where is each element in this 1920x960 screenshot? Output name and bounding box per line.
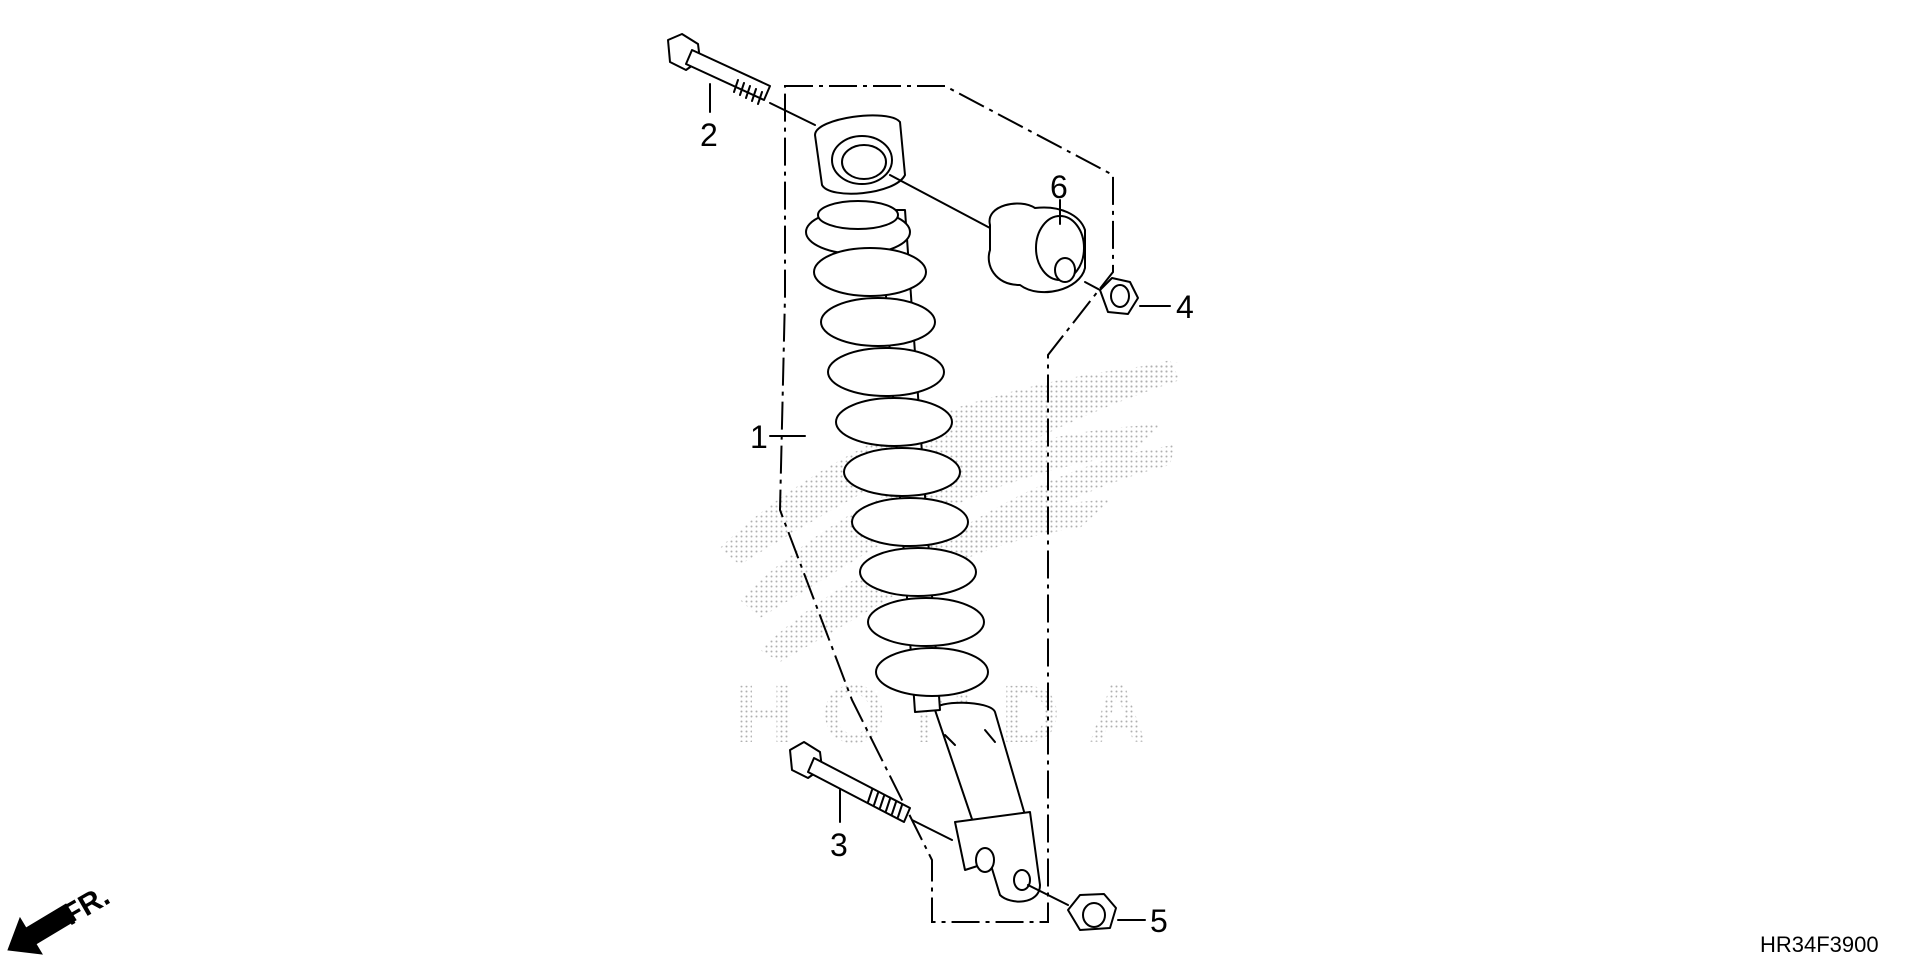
front-arrow-icon	[7, 903, 77, 955]
rubber-bushing	[987, 202, 1086, 294]
upper-bolt	[667, 33, 771, 105]
callout-3: 3	[830, 827, 848, 863]
callout-1: 1	[750, 419, 768, 455]
shock-absorber	[805, 114, 1041, 903]
honda-wing-watermark: HONDA	[720, 360, 1180, 760]
callout-2: 2	[700, 117, 718, 153]
lower-bolt	[789, 741, 911, 823]
lower-nut	[1067, 893, 1117, 931]
upper-nut	[1099, 277, 1139, 315]
leader-lines	[709, 83, 1171, 921]
front-direction-arrow: FR.	[7, 879, 115, 955]
drawing-code: HR34F3900	[1760, 932, 1879, 957]
callout-4: 4	[1176, 289, 1194, 325]
assembly-outline	[778, 85, 1114, 923]
clevis-hole-icon	[975, 847, 995, 873]
callout-6: 6	[1050, 169, 1068, 205]
callout-5: 5	[1150, 903, 1168, 939]
